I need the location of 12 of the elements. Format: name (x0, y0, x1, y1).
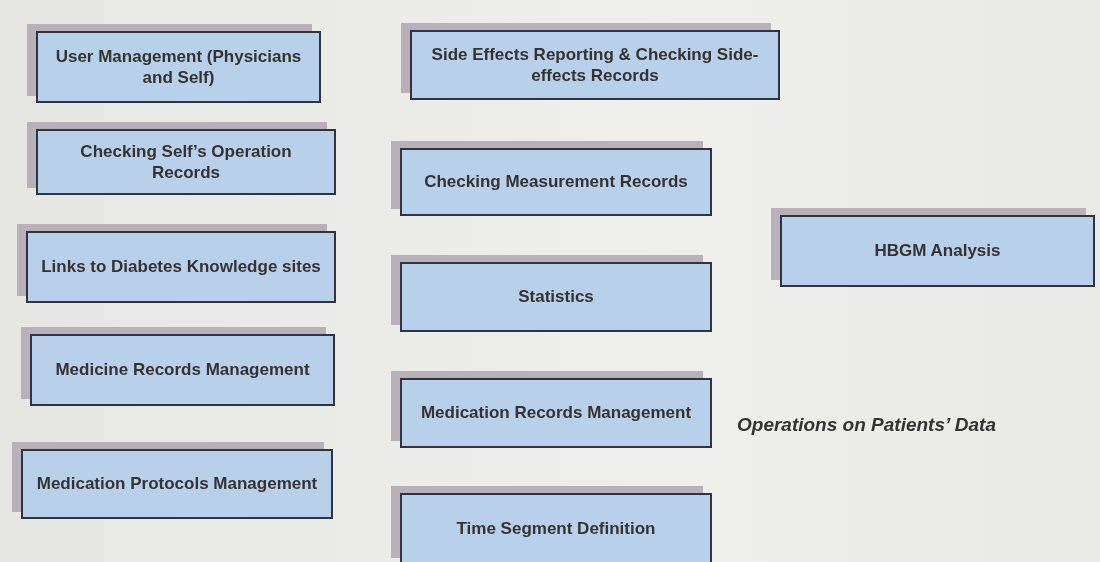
box-label: Links to Diabetes Knowledge sites (40, 256, 322, 278)
box-label: Statistics (517, 286, 595, 308)
box-label: Medication Records Management (419, 402, 693, 424)
box-label: Checking Measurement Records (423, 171, 689, 193)
box-label: Time Segment Definition (455, 518, 657, 540)
box-label: Medication Protocols Management (35, 473, 319, 495)
box-label: Medicine Records Management (54, 359, 311, 381)
box-label: User Management (Physicians and Self) (54, 45, 303, 89)
box-label: HBGM Analysis (873, 240, 1002, 262)
section-caption: Operations on Patients’ Data (737, 414, 996, 436)
box-label: Side Effects Reporting & Checking Side-effects Records (430, 43, 760, 87)
box-label: Checking Self’s Operation Records (79, 140, 293, 184)
